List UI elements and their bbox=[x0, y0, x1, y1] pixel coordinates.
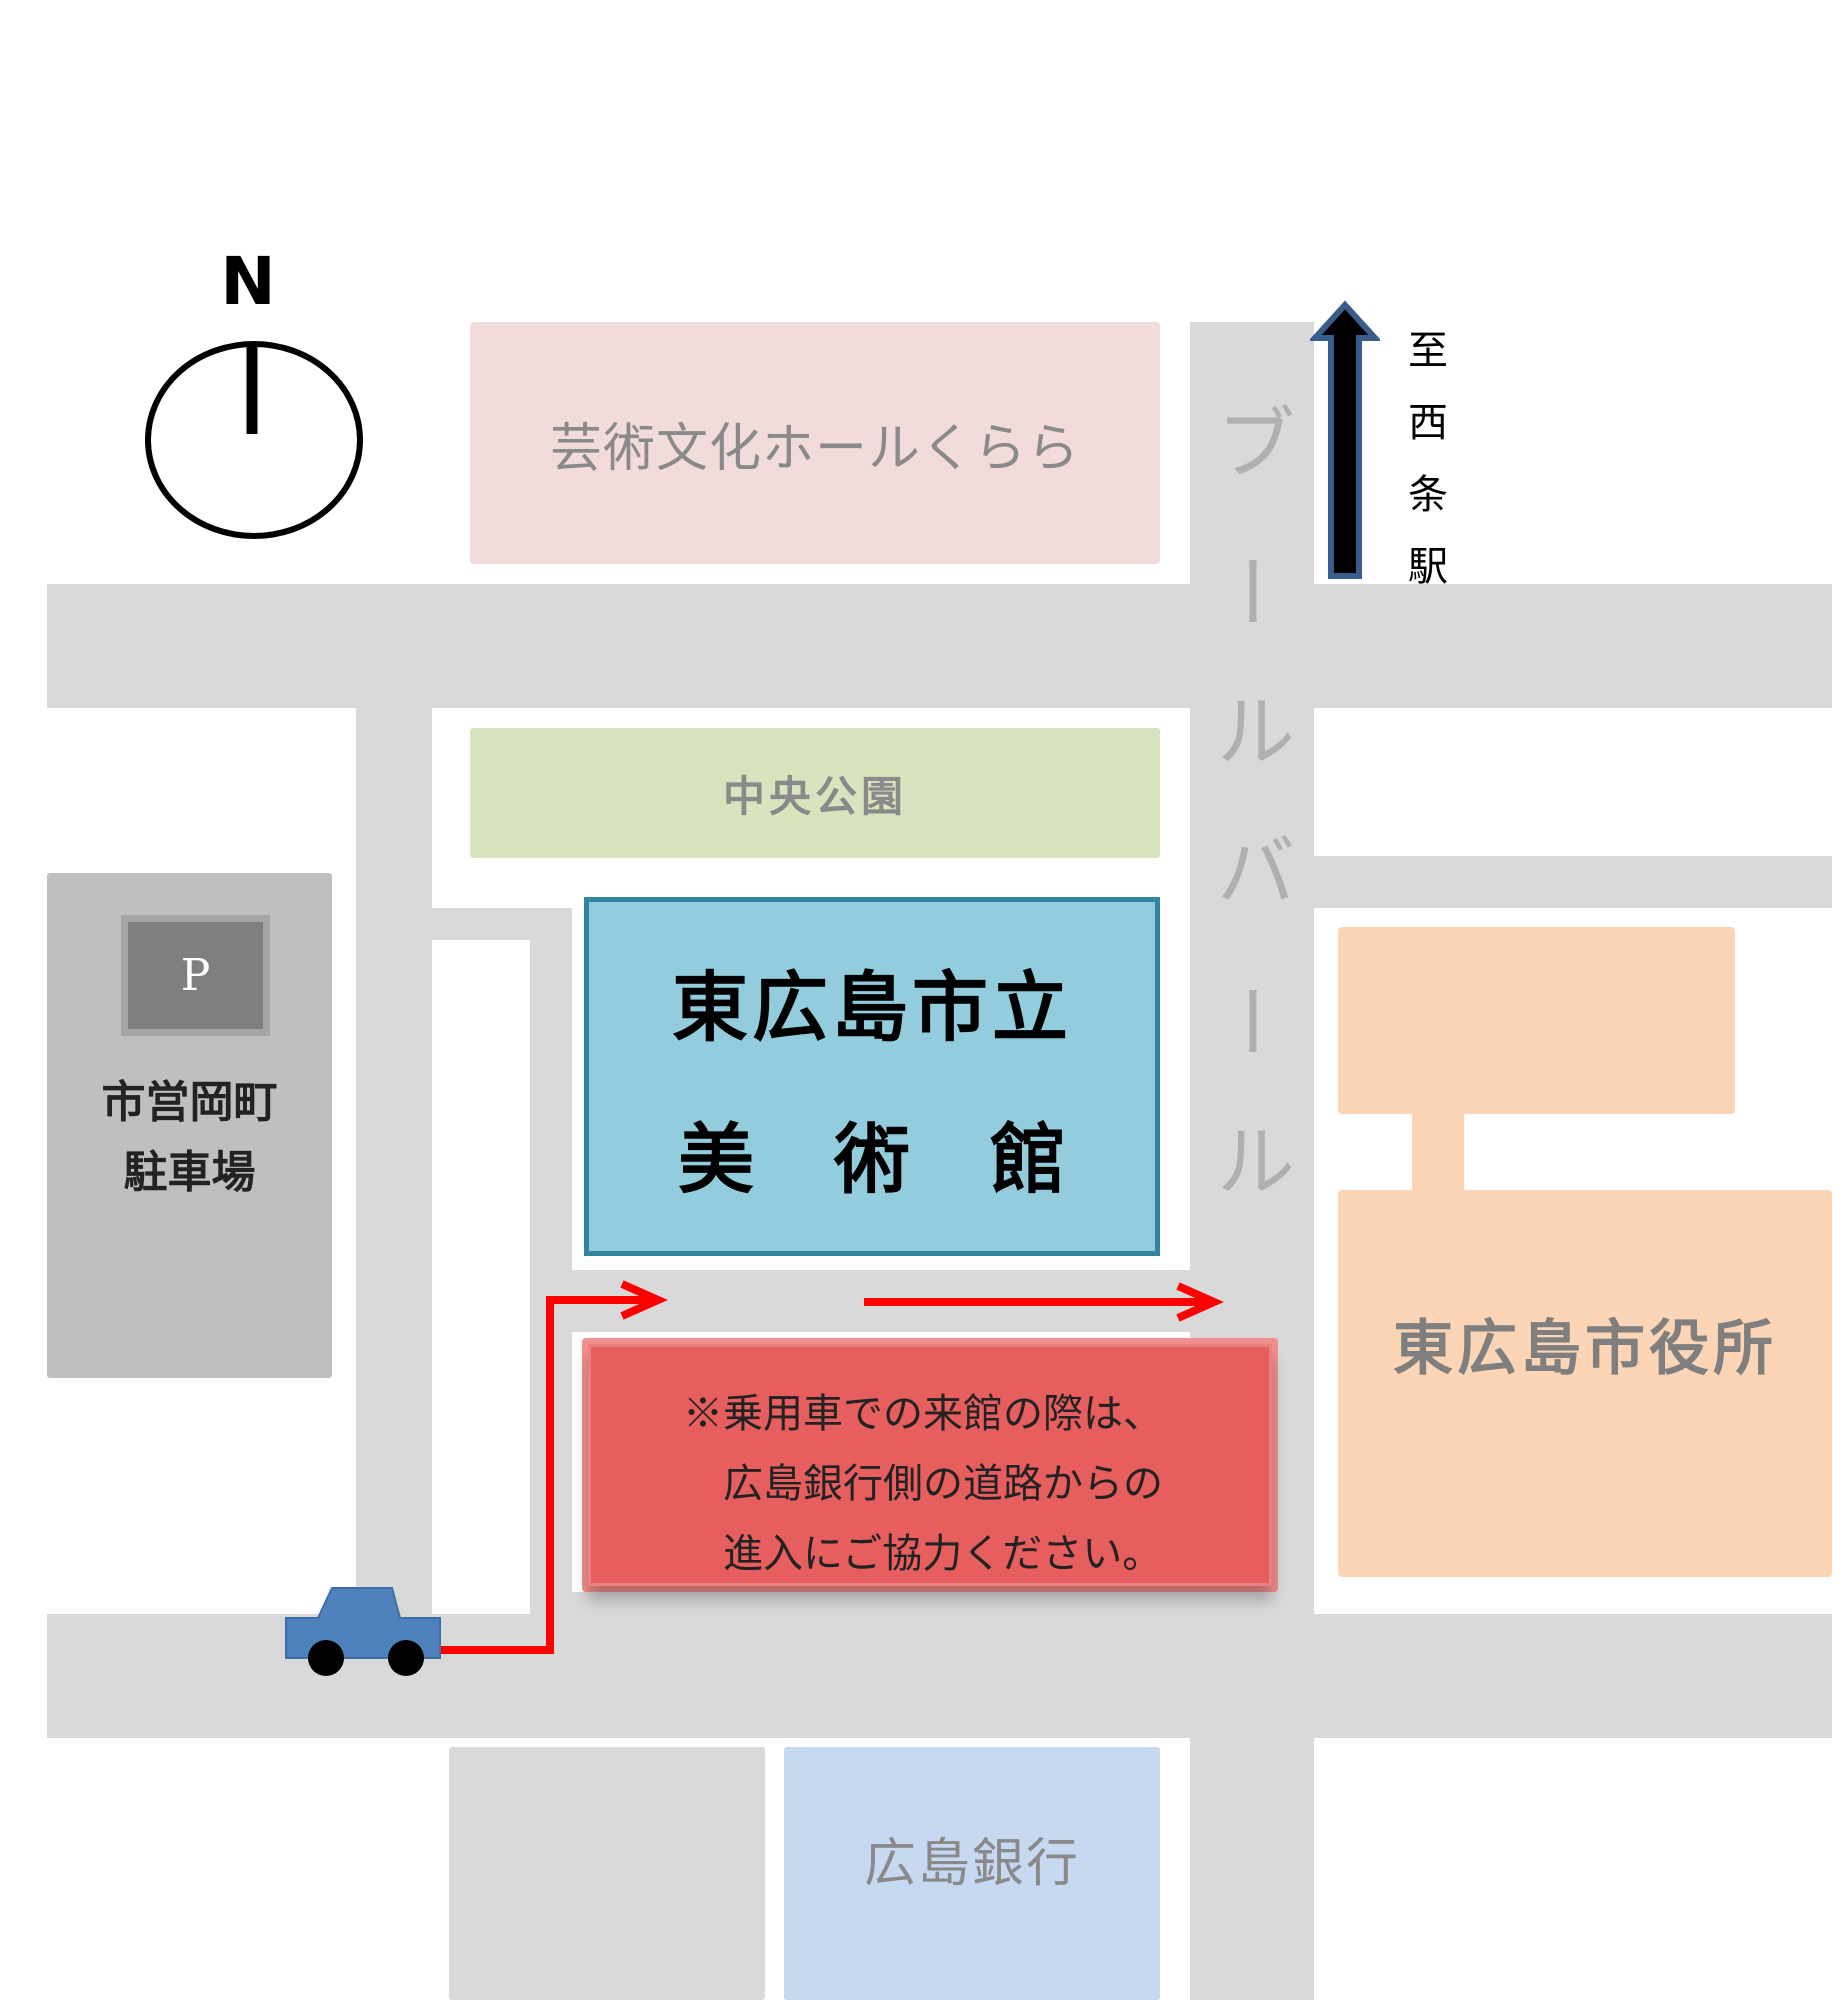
hiroshima-bank: 広島銀行 bbox=[784, 1747, 1160, 2000]
notice-line2: 広島銀行側の道路からの bbox=[723, 1461, 1163, 1507]
city-hall-label: 東広島市役所 bbox=[1393, 1314, 1777, 1384]
boulevard-char: ブ bbox=[1216, 400, 1295, 490]
culture-hall-kurara: 芸術文化ホールくらら bbox=[470, 322, 1160, 564]
boulevard-char: バ bbox=[1216, 828, 1295, 918]
road-east-branch bbox=[1314, 856, 1832, 908]
city-hall: 東広島市役所 bbox=[1338, 1190, 1832, 1577]
station-direction-char: 至 bbox=[1408, 328, 1448, 374]
road-driveway-connector bbox=[572, 1592, 1190, 1614]
boulevard-char: ル bbox=[1216, 688, 1295, 778]
central-park-label: 中央公園 bbox=[722, 771, 907, 821]
unlabeled-block bbox=[449, 1747, 765, 2000]
museum-label-line2: 美術館 bbox=[678, 1114, 1146, 1204]
notice-box: ※乗用車での来館の際は、 広島銀行側の道路からの 進入にご協力ください。 bbox=[588, 1344, 1272, 1586]
notice-line3: 進入にご協力ください。 bbox=[723, 1531, 1163, 1577]
road-north-horizontal bbox=[47, 584, 1832, 708]
city-hall-connector bbox=[1412, 1110, 1464, 1192]
parking-sign-label: P bbox=[180, 950, 211, 1001]
notice-line1: ※乗用車での来館の際は、 bbox=[683, 1391, 1163, 1437]
station-direction-char: 条 bbox=[1408, 472, 1448, 518]
city-art-museum: 東広島市立 美術館 bbox=[584, 897, 1160, 1256]
bank-label: 広島銀行 bbox=[863, 1834, 1080, 1894]
parking-sign: P bbox=[121, 915, 270, 1036]
station-direction-char: 駅 bbox=[1408, 544, 1448, 590]
boulevard-char: ル bbox=[1216, 1118, 1295, 1208]
road-west-vertical bbox=[356, 708, 432, 1614]
north-arrow-icon bbox=[1310, 300, 1380, 579]
parking-name-line2: 駐車場 bbox=[123, 1147, 256, 1198]
museum-label-line1: 東広島市立 bbox=[672, 962, 1072, 1052]
road-boulevard-vertical bbox=[1190, 322, 1314, 2000]
compass-north-label: N bbox=[220, 243, 276, 320]
road-museum-side-horizontal bbox=[432, 908, 572, 940]
car-icon bbox=[285, 1587, 441, 1676]
station-direction-char: 西 bbox=[1408, 400, 1448, 446]
central-park: 中央公園 bbox=[470, 728, 1160, 858]
parking-name-line1: 市営岡町 bbox=[101, 1077, 278, 1128]
culture-hall-label: 芸術文化ホールくらら bbox=[549, 418, 1080, 479]
city-hall-annex bbox=[1338, 927, 1735, 1114]
compass-north-icon bbox=[145, 341, 363, 539]
